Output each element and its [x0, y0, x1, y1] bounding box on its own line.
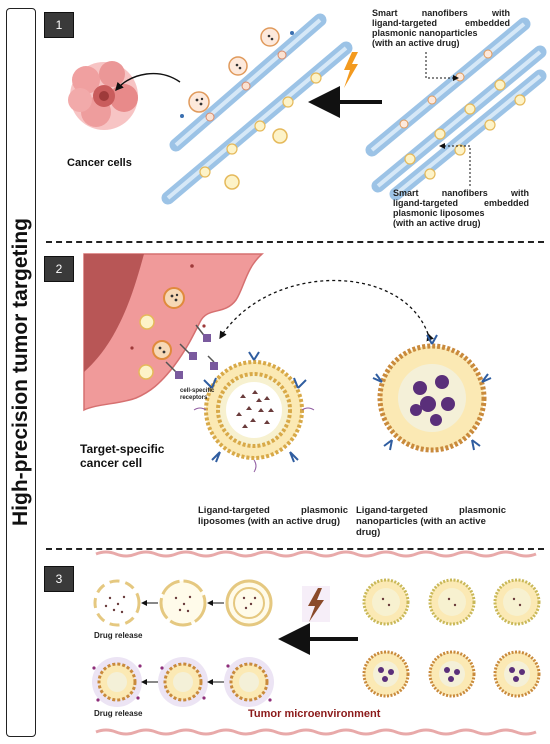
target-line-1: Target-specific [80, 442, 165, 456]
liposome-release-sequence [93, 579, 273, 627]
intact-liposomes [362, 578, 541, 626]
nanofibers-lip-line-4: (with an active drug) [393, 218, 481, 228]
nanoparticle-release-sequence [92, 657, 274, 707]
nanofibers-nanoparticles-label: Smart nanofibers with ligand-targeted em… [372, 8, 510, 48]
nanofibers-lip-line-1: Smart nanofibers with [393, 188, 529, 198]
cell-specific-receptors [165, 324, 218, 379]
panel-divider-1 [46, 241, 544, 243]
intracellular-vesicles [130, 264, 206, 380]
panel-divider-2 [46, 548, 544, 550]
receptors-label: cell-specific receptors [180, 388, 214, 402]
nanofibers-lip-line-2: ligand-targeted embedded [393, 198, 529, 208]
cancer-cells-label: Cancer cells [67, 157, 132, 169]
nanofibers-lip-line-3: plasmonic liposomes [393, 208, 485, 218]
cell-nucleus [84, 254, 144, 372]
cancer-cell-cluster [68, 61, 138, 130]
nanoparticles-line-2: nanoparticles (with an active drug) [356, 516, 486, 538]
plasmonic-nanoparticle [372, 334, 492, 453]
nanoparticles-line-1: Ligand-targeted plasmonic [356, 505, 506, 516]
tissue-bottom [95, 728, 537, 736]
lightning-icon [344, 52, 358, 88]
receptors-line-2: receptors [180, 395, 208, 401]
nanofibers-np-line-1: Smart nanofibers with [372, 8, 510, 18]
liposomes-line-2: liposomes (with an active drug) [198, 516, 340, 527]
leader-line-nanoparticles [425, 52, 459, 81]
leader-line-liposomes [439, 143, 471, 186]
nanofibers-np-line-4: (with an active drug) [372, 38, 460, 48]
receptors-line-1: cell-specific [180, 388, 215, 394]
binding-arrow [219, 279, 434, 342]
nanofibers-np-line-3: plasmonic nanoparticles [372, 28, 478, 38]
target-line-2: cancer cell [80, 456, 143, 470]
side-title-frame [6, 8, 36, 737]
lightning-icon-panel3 [308, 588, 324, 622]
nanoparticles-caption: Ligand-targeted plasmonic nanoparticles … [356, 505, 506, 538]
panel-number-1: 1 [44, 12, 74, 38]
drug-release-top-label: Drug release [94, 631, 143, 640]
released-nanoparticles [180, 27, 294, 190]
cell-arrow [115, 72, 181, 92]
panel-number-3: 3 [44, 566, 74, 592]
nanofibers-right [365, 17, 547, 201]
liposomes-caption: Ligand-targeted plasmonic liposomes (wit… [198, 505, 348, 527]
target-cell-label: Target-specific cancer cell [80, 442, 164, 470]
panel-number-2: 2 [44, 256, 74, 282]
tissue-top [95, 550, 537, 558]
nanofibers-np-line-2: ligand-targeted embedded [372, 18, 510, 28]
liposome [193, 351, 315, 473]
drug-release-bottom-label: Drug release [94, 709, 143, 718]
liposomes-line-1: Ligand-targeted plasmonic [198, 505, 348, 516]
tumor-microenvironment-label: Tumor microenvironment [248, 708, 381, 720]
nanofibers-liposomes-label: Smart nanofibers with ligand-targeted em… [393, 188, 529, 228]
intact-nanoparticles [362, 650, 541, 698]
nanofibers-left [161, 13, 353, 205]
